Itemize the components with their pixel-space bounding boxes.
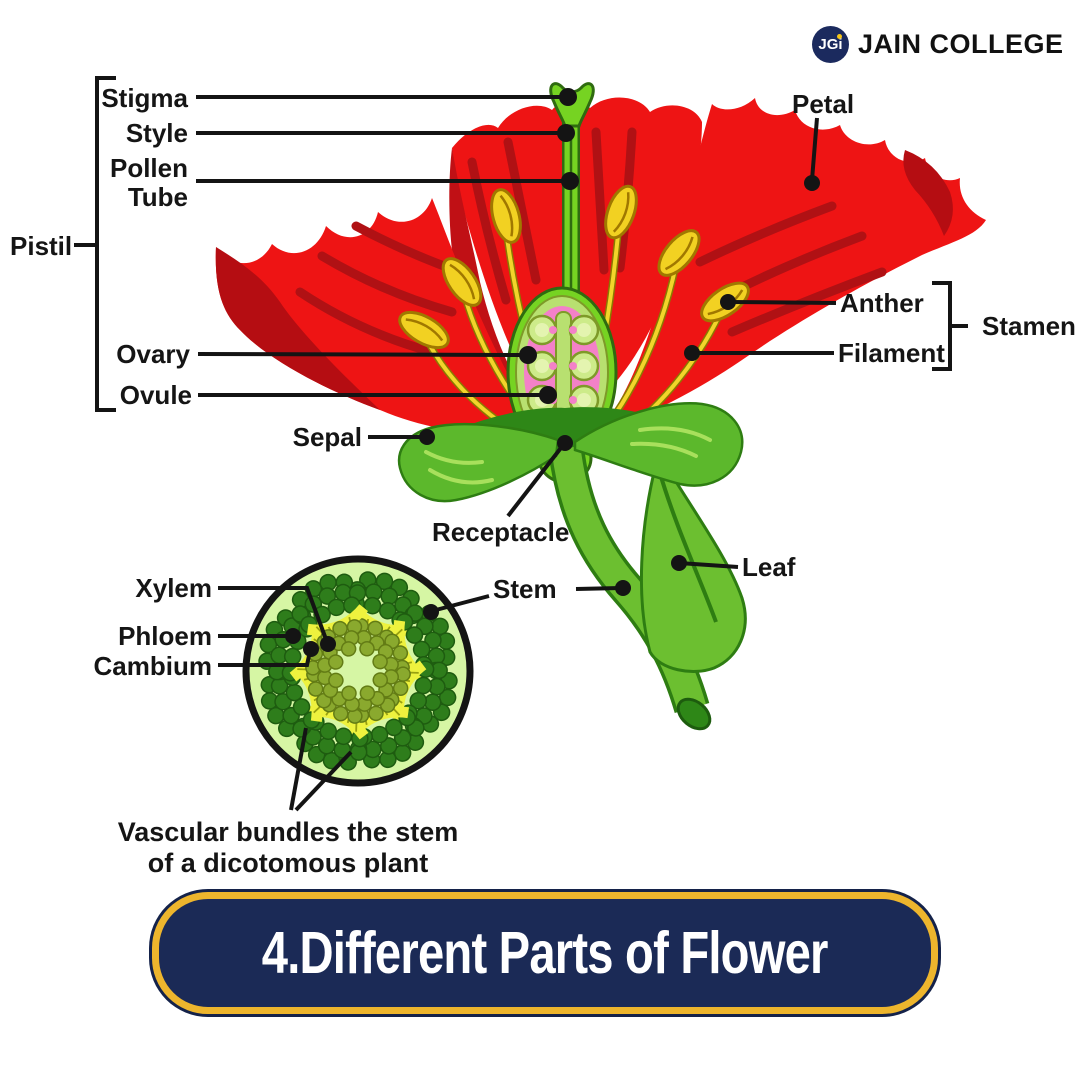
petal-left	[215, 198, 557, 436]
dot-filament	[684, 345, 700, 361]
label-filament: Filament	[838, 338, 945, 368]
leader-line-vascular-right	[294, 750, 353, 812]
dot-leaf	[671, 555, 687, 571]
label-phloem: Phloem	[118, 621, 212, 651]
label-xylem: Xylem	[135, 573, 212, 603]
label-style: Style	[125, 118, 188, 148]
logo-badge: JGi	[812, 26, 849, 63]
sepal-highlights	[424, 426, 712, 485]
label-leaf: Leaf	[742, 552, 796, 582]
label-sepal: Sepal	[292, 422, 362, 452]
petal-right-fold	[903, 150, 953, 236]
label-stigma: Stigma	[101, 83, 188, 113]
label-ovary: Ovary	[116, 339, 190, 369]
logo-college-name: JAIN COLLEGE	[858, 29, 1064, 59]
label-anther: Anther	[840, 288, 924, 318]
leader-line-stem-section	[431, 594, 490, 613]
caption-line1: Vascular bundles the stem	[117, 817, 459, 847]
leader-line-leaf	[678, 561, 739, 569]
dot-ovule	[539, 386, 557, 404]
dot-sepal	[419, 429, 435, 445]
dot-cambium	[303, 641, 319, 657]
pistil-bracket	[95, 76, 116, 412]
label-pollen-line2: Tube	[127, 182, 188, 212]
dot-ovary	[519, 346, 537, 364]
label-stamen: Stamen	[982, 311, 1076, 341]
logo-i-dot	[837, 34, 842, 39]
title-banner: 4.Different Parts of Flower	[152, 892, 938, 1014]
label-petal: Petal	[792, 89, 855, 119]
stem-cut-face	[676, 697, 712, 731]
leader-line-anther	[729, 300, 837, 305]
logo-badge-text: JGi	[818, 36, 843, 53]
label-cambium: Cambium	[93, 651, 212, 681]
vascular-bundles-caption: Vascular bundles the stem of a dicotomou…	[108, 817, 468, 879]
leader-line-ovary	[197, 352, 527, 357]
leader-line-receptacle	[506, 442, 566, 518]
leader-line-vascular-left	[289, 727, 308, 811]
leader-line-stem	[575, 586, 622, 591]
banner-title: 4.Different Parts of Flower	[262, 920, 829, 986]
label-receptacle: Receptacle	[432, 517, 570, 547]
logo: JGi JAIN COLLEGE	[812, 26, 1064, 63]
dot-anther	[720, 294, 736, 310]
label-pollen-tube: Pollen Tube	[110, 154, 188, 212]
dot-style	[557, 124, 575, 142]
label-ovule: Ovule	[119, 380, 192, 410]
dot-receptacle	[557, 435, 573, 451]
petal-left-shadow	[215, 247, 380, 410]
leader-line-petal	[810, 117, 819, 181]
dot-petal	[804, 175, 820, 191]
leader-line-xylem	[218, 586, 329, 643]
leader-lines	[74, 76, 968, 812]
dot-stem-section	[423, 604, 439, 620]
label-stem: Stem	[493, 574, 557, 604]
dot-xylem	[320, 636, 336, 652]
label-pistil: Pistil	[10, 231, 73, 261]
dot-stem	[615, 580, 631, 596]
leaf-midrib	[657, 469, 718, 623]
leader-dots	[285, 88, 820, 657]
stem-cross-section	[242, 555, 474, 787]
dot-phloem	[285, 628, 301, 644]
dot-pollen-tube	[561, 172, 579, 190]
caption-line2: of a dicotomous plant	[147, 848, 429, 878]
label-pollen-line1: Pollen	[109, 153, 188, 183]
dot-stigma	[559, 88, 577, 106]
